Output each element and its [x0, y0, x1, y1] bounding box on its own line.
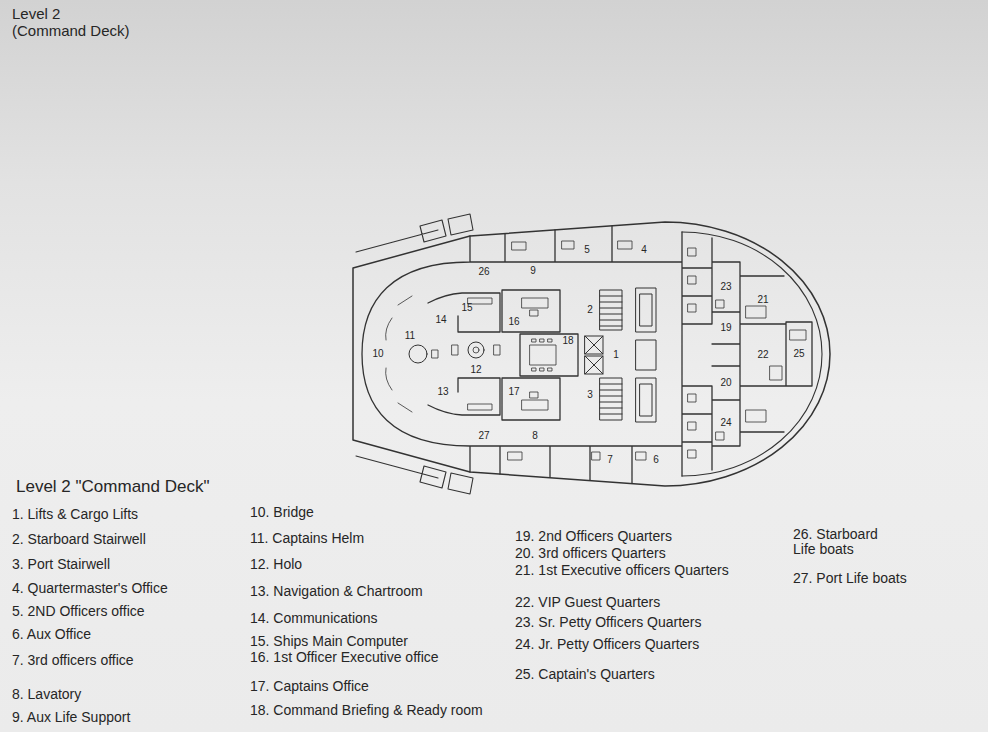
key-item: 18. Command Briefing & Ready room [250, 703, 483, 718]
holo-core [473, 347, 479, 353]
key-item: 5. 2ND Officers office [12, 604, 145, 619]
callout-number: 18 [562, 336, 573, 346]
callout-number: 20 [720, 378, 731, 388]
callout-number: 3 [587, 390, 593, 400]
callout-number: 7 [607, 455, 613, 465]
stairs-and-lifts [585, 288, 656, 422]
key-item: 27. Port Life boats [793, 571, 907, 586]
callout-number: 4 [641, 245, 647, 255]
callout-number: 13 [437, 387, 448, 397]
key-heading: Level 2 "Command Deck" [16, 478, 209, 497]
callout-number: 11 [405, 331, 415, 341]
key-item: 26. Starboard Life boats [793, 527, 897, 556]
key-item: 22. VIP Guest Quarters [515, 595, 660, 610]
key-item: 14. Communications [250, 611, 378, 626]
key-item: 17. Captains Office [250, 679, 369, 694]
callout-number: 17 [508, 387, 519, 397]
key-item: 16. 1st Officer Executive office [250, 650, 439, 665]
callout-number: 24 [720, 418, 731, 428]
key-item: 10. Bridge [250, 505, 314, 520]
key-item: 11. Captains Helm [250, 531, 364, 546]
key-item: 6. Aux Office [12, 627, 91, 642]
helm-ring [409, 345, 427, 363]
callout-number: 15 [461, 303, 472, 313]
key-item: 20. 3rd officers Quarters [515, 546, 666, 561]
hull-outline [353, 222, 830, 486]
callout-number: 2 [587, 305, 593, 315]
key-item: 15. Ships Main Computer [250, 634, 408, 649]
callout-number: 8 [532, 431, 538, 441]
furniture [386, 241, 806, 460]
key-item: 25. Captain's Quarters [515, 667, 655, 682]
callout-number: 5 [584, 245, 590, 255]
key-item: 7. 3rd officers office [12, 653, 134, 668]
lifeboats [356, 214, 473, 494]
key-item: 19. 2nd Officers Quarters [515, 529, 672, 544]
callout-number: 21 [757, 295, 768, 305]
callout-number: 1 [613, 350, 619, 360]
key-item: 1. Lifts & Cargo Lifts [12, 507, 138, 522]
key-item: 9. Aux Life Support [12, 710, 130, 725]
callout-number: 6 [653, 455, 659, 465]
callout-number: 10 [372, 349, 383, 359]
callout-number: 23 [720, 282, 731, 292]
key-item: 2. Starboard Stairwell [12, 532, 146, 547]
callout-number: 26 [478, 267, 489, 277]
key-item: 3. Port Stairwell [12, 557, 110, 572]
callout-number: 9 [530, 266, 536, 276]
bulkhead-walls [362, 226, 812, 483]
deck-title: Level 2 (Command Deck) [12, 6, 133, 39]
holo-ring [468, 342, 484, 358]
callout-number: 22 [757, 350, 768, 360]
callout-number: 19 [720, 323, 731, 333]
key-item: 13. Navigation & Chartroom [250, 584, 423, 599]
callout-number: 27 [478, 431, 489, 441]
key-item: 23. Sr. Petty Officers Quarters [515, 615, 701, 630]
callout-number: 12 [470, 365, 481, 375]
callout-number: 14 [435, 315, 446, 325]
callout-number: 16 [508, 317, 519, 327]
key-item: 8. Lavatory [12, 687, 81, 702]
key-item: 4. Quartermaster's Office [12, 581, 168, 596]
key-item: 21. 1st Executive officers Quarters [515, 563, 729, 578]
key-item: 24. Jr. Petty Officers Quarters [515, 637, 699, 652]
key-item: 12. Holo [250, 557, 302, 572]
callout-number: 25 [793, 349, 804, 359]
